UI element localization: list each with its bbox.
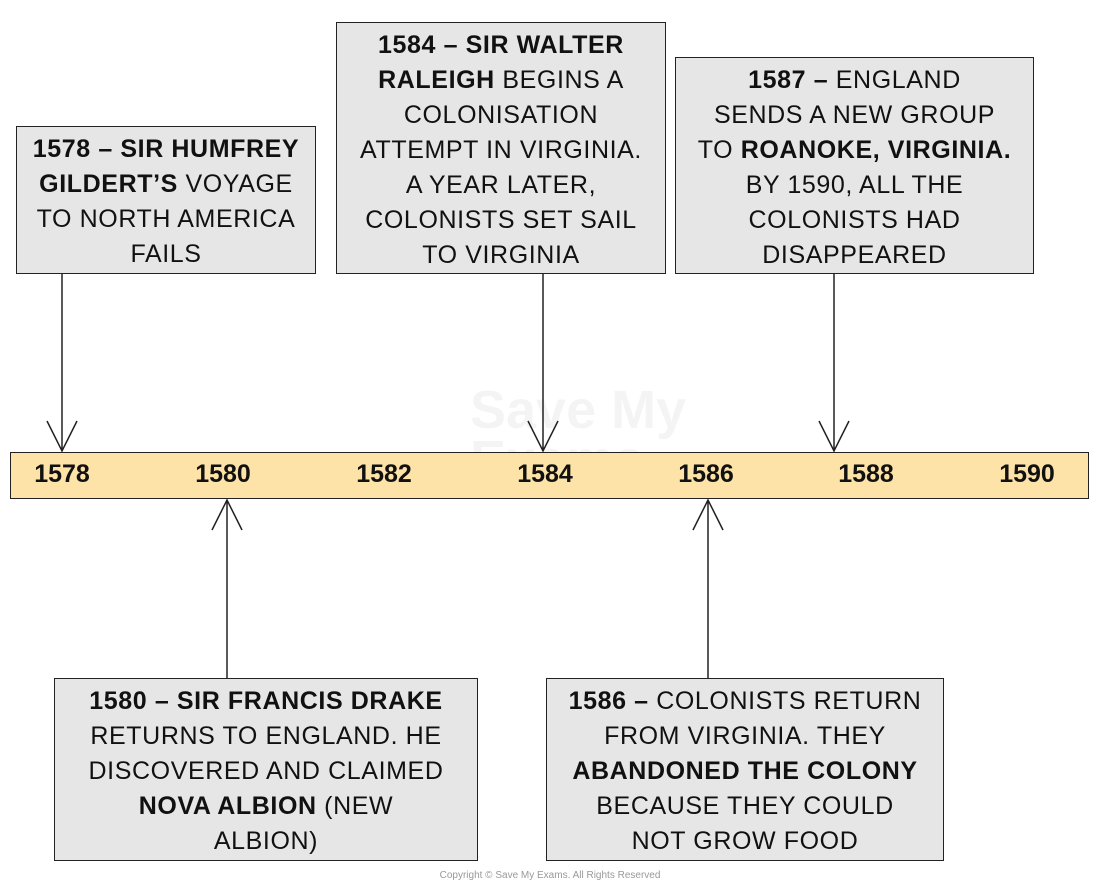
event-box-1580: 1580 – SIR FRANCIS DRAKE RETURNS TO ENGLA… bbox=[54, 678, 478, 861]
event-line: 1580 – SIR FRANCIS DRAKE bbox=[55, 684, 477, 719]
tick-label-1580: 1580 bbox=[195, 460, 251, 488]
event-line: 1587 – ENGLAND bbox=[676, 63, 1033, 98]
arrow-1580 bbox=[211, 498, 243, 678]
event-line: RALEIGH BEGINS A bbox=[337, 63, 665, 98]
text: ALBION) bbox=[213, 827, 319, 855]
arrow-1578 bbox=[46, 273, 78, 453]
text: TO VIRGINIA bbox=[422, 241, 580, 269]
text: VOYAGE bbox=[177, 170, 293, 198]
bold-text: 1584 – SIR WALTER bbox=[378, 31, 624, 59]
text: TO NORTH AMERICA bbox=[36, 205, 296, 233]
event-line: COLONISATION bbox=[337, 98, 665, 133]
bold-text: 1587 – bbox=[748, 66, 829, 94]
bold-text: 1580 – SIR FRANCIS DRAKE bbox=[89, 687, 443, 715]
text: BY 1590, ALL THE bbox=[745, 171, 964, 199]
event-line: COLONISTS HAD bbox=[676, 203, 1033, 238]
event-line: NOVA ALBION (NEW bbox=[55, 789, 477, 824]
event-line: BY 1590, ALL THE bbox=[676, 168, 1033, 203]
event-line: FAILS bbox=[17, 237, 315, 272]
event-line: NOT GROW FOOD bbox=[547, 824, 943, 859]
tick-label-1590: 1590 bbox=[999, 460, 1055, 488]
bold-text: ABANDONED THE COLONY bbox=[572, 757, 918, 785]
text: COLONISTS SET SAIL bbox=[365, 206, 637, 234]
event-line: ABANDONED THE COLONY bbox=[547, 754, 943, 789]
event-line: 1578 – SIR HUMFREY bbox=[17, 132, 315, 167]
text: FAILS bbox=[130, 240, 202, 268]
arrow-1584 bbox=[527, 273, 559, 453]
event-line: FROM VIRGINIA. THEY bbox=[547, 719, 943, 754]
arrow-1587 bbox=[818, 273, 850, 453]
event-line: ATTEMPT IN VIRGINIA. bbox=[337, 133, 665, 168]
event-line: COLONISTS SET SAIL bbox=[337, 203, 665, 238]
event-line: 1584 – SIR WALTER bbox=[337, 28, 665, 63]
text: ENGLAND bbox=[828, 66, 961, 94]
text: A YEAR LATER, bbox=[405, 171, 597, 199]
event-line: TO NORTH AMERICA bbox=[17, 202, 315, 237]
event-box-1587: 1587 – ENGLAND SENDS A NEW GROUP TO ROANOK… bbox=[675, 57, 1034, 274]
tick-label-1582: 1582 bbox=[356, 460, 412, 488]
event-line: BECAUSE THEY COULD bbox=[547, 789, 943, 824]
text: COLONISATION bbox=[403, 101, 599, 129]
bold-text: ROANOKE, VIRGINIA. bbox=[740, 136, 1012, 164]
bold-text: GILDERT’S bbox=[39, 170, 178, 198]
tick-label-1578: 1578 bbox=[34, 460, 90, 488]
event-line: TO ROANOKE, VIRGINIA. bbox=[676, 133, 1033, 168]
event-box-1578: 1578 – SIR HUMFREY GILDERT’S VOYAGE TO NOR… bbox=[16, 126, 316, 274]
event-line: SENDS A NEW GROUP bbox=[676, 98, 1033, 133]
text: BECAUSE THEY COULD bbox=[596, 792, 894, 820]
text: NOT GROW FOOD bbox=[631, 827, 859, 855]
text: DISCOVERED AND CLAIMED bbox=[88, 757, 444, 785]
text: RETURNS TO ENGLAND. HE bbox=[90, 722, 442, 750]
text: DISAPPEARED bbox=[762, 241, 947, 269]
text: COLONISTS HAD bbox=[748, 206, 961, 234]
text: FROM VIRGINIA. THEY bbox=[604, 722, 886, 750]
event-line: TO VIRGINIA bbox=[337, 238, 665, 273]
bold-text: 1586 – bbox=[568, 687, 649, 715]
tick-label-1586: 1586 bbox=[678, 460, 734, 488]
event-line: DISAPPEARED bbox=[676, 238, 1033, 273]
event-line: GILDERT’S VOYAGE bbox=[17, 167, 315, 202]
arrow-1586 bbox=[692, 498, 724, 678]
text: TO bbox=[697, 136, 741, 164]
timeline-bar bbox=[10, 452, 1089, 499]
event-line: 1586 – COLONISTS RETURN bbox=[547, 684, 943, 719]
event-box-1584: 1584 – SIR WALTER RALEIGH BEGINS A COLONIS… bbox=[336, 22, 666, 274]
bold-text: NOVA ALBION bbox=[138, 792, 317, 820]
copyright: Copyright © Save My Exams. All Rights Re… bbox=[439, 870, 661, 881]
text: ATTEMPT IN VIRGINIA. bbox=[360, 136, 642, 164]
text: (NEW bbox=[316, 792, 394, 820]
bold-text: RALEIGH bbox=[378, 66, 495, 94]
text: BEGINS A bbox=[494, 66, 624, 94]
event-line: ALBION) bbox=[55, 824, 477, 859]
event-box-1586: 1586 – COLONISTS RETURN FROM VIRGINIA. TH… bbox=[546, 678, 944, 861]
text: COLONISTS RETURN bbox=[648, 687, 922, 715]
text: SENDS A NEW GROUP bbox=[713, 101, 996, 129]
event-line: A YEAR LATER, bbox=[337, 168, 665, 203]
event-line: RETURNS TO ENGLAND. HE bbox=[55, 719, 477, 754]
bold-text: 1578 – SIR HUMFREY bbox=[32, 135, 300, 163]
tick-label-1584: 1584 bbox=[517, 460, 573, 488]
tick-label-1588: 1588 bbox=[838, 460, 894, 488]
event-line: DISCOVERED AND CLAIMED bbox=[55, 754, 477, 789]
